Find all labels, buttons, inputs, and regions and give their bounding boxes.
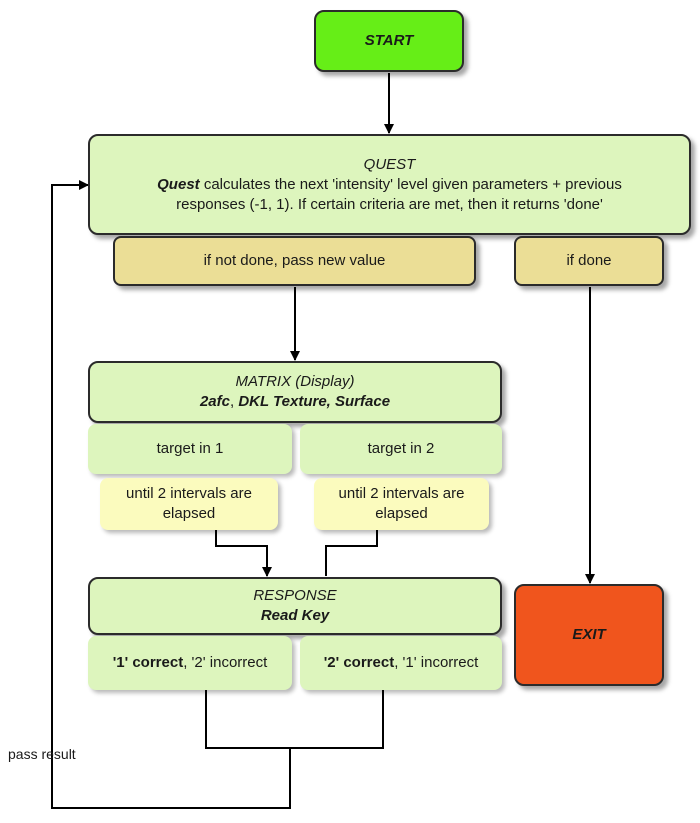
result-1-bold: '1' correct <box>112 654 184 671</box>
interval-2-line2: elapsed <box>375 505 428 522</box>
result-1-node: '1' correct, '2' incorrect <box>88 636 292 690</box>
response-node: RESPONSE Read Key <box>88 577 502 635</box>
target-1-label: target in 1 <box>156 440 224 457</box>
matrix-item-2afc: 2afc <box>199 393 230 410</box>
start-node: START <box>314 10 464 72</box>
result-2-node: '2' correct, '1' incorrect <box>300 636 502 690</box>
interval-1-line1: until 2 intervals are <box>126 485 252 502</box>
result-1-rest: , '2' incorrect <box>183 654 268 671</box>
matrix-node: MATRIX (Display) 2afc, DKL Texture, Surf… <box>88 361 502 423</box>
exit-node: EXIT <box>514 584 664 686</box>
loop-back-line <box>51 180 291 809</box>
branch-not-done: if not done, pass new value <box>113 236 476 286</box>
start-label: START <box>364 32 414 49</box>
branch-not-done-label: if not done, pass new value <box>203 252 386 269</box>
quest-desc-text: calculates the next 'intensity' level gi… <box>199 175 622 193</box>
interval-2-node: until 2 intervals are elapsed <box>314 478 489 530</box>
interval-2-line1: until 2 intervals are <box>338 485 465 502</box>
arrow-interval2-to-response <box>325 530 378 576</box>
branch-done-label: if done <box>566 252 612 269</box>
quest-desc-line2: responses (-1, 1). If certain criteria a… <box>176 195 603 213</box>
result-1-text: '1' correct, '2' incorrect <box>113 653 268 673</box>
target-2-label: target in 2 <box>367 440 435 457</box>
quest-desc-bold: Quest <box>157 175 200 193</box>
merge-results <box>205 690 384 749</box>
result-2-rest: , '1' incorrect <box>394 654 479 671</box>
target-2-node: target in 2 <box>300 424 502 474</box>
target-1-node: target in 1 <box>88 424 292 474</box>
response-subtitle: Read Key <box>260 607 330 624</box>
matrix-items: 2afc, DKL Texture, Surface <box>200 392 390 412</box>
interval-1-line2: elapsed <box>162 505 216 522</box>
matrix-item-dkl: DKL Texture, Surface <box>238 393 391 410</box>
result-2-bold: '2' correct <box>323 654 395 671</box>
exit-label: EXIT <box>572 626 606 643</box>
arrow-interval1-to-response <box>215 530 272 577</box>
loop-label: pass result <box>8 746 76 762</box>
result-2-text: '2' correct, '1' incorrect <box>324 653 479 673</box>
quest-node: QUEST Quest calculates the next 'intensi… <box>88 134 691 235</box>
quest-desc-line1: Quest calculates the next 'intensity' le… <box>157 175 622 195</box>
matrix-sep: , <box>229 393 239 410</box>
response-title: RESPONSE <box>253 587 337 604</box>
matrix-title: MATRIX (Display) <box>235 373 355 390</box>
branch-done: if done <box>514 236 664 286</box>
quest-title: QUEST <box>363 155 416 173</box>
interval-1-node: until 2 intervals are elapsed <box>100 478 278 530</box>
